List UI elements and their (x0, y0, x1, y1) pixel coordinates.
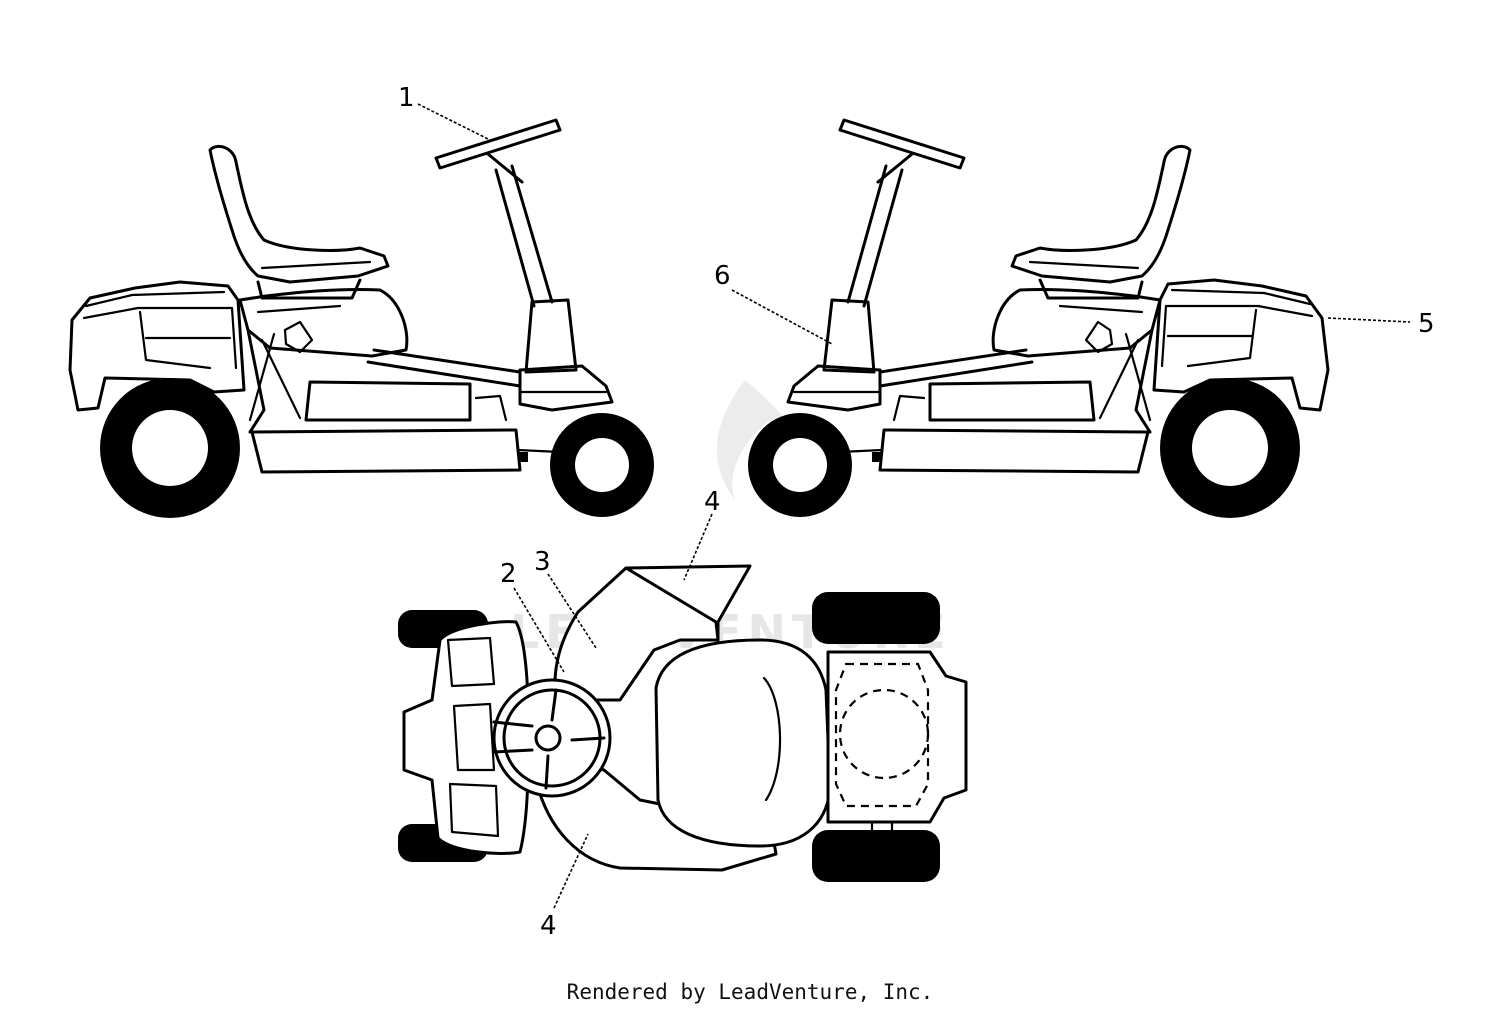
callout-6-label: 6 (714, 261, 731, 291)
callout-3: 3 (534, 547, 597, 649)
callout-4-top: 4 (683, 487, 721, 581)
rider-top-view (398, 564, 968, 882)
callout-4-bottom-label: 4 (540, 911, 557, 941)
callout-4-top-label: 4 (704, 487, 721, 517)
callout-5-label: 5 (1418, 309, 1435, 339)
callout-6: 6 (714, 261, 833, 345)
callout-4-bottom: 4 (540, 833, 589, 941)
callout-1-label: 1 (398, 83, 415, 113)
callout-3-label: 3 (534, 547, 551, 577)
rider-side-view-right (748, 118, 1330, 518)
watermark-flame-icon (716, 380, 800, 500)
credit-text: Rendered by LeadVenture, Inc. (566, 980, 934, 1004)
callout-5: 5 (1327, 309, 1435, 339)
callout-2: 2 (500, 559, 565, 673)
callout-2-label: 2 (500, 559, 517, 589)
callout-1: 1 (398, 83, 491, 141)
rider-side-view-left (68, 118, 654, 518)
